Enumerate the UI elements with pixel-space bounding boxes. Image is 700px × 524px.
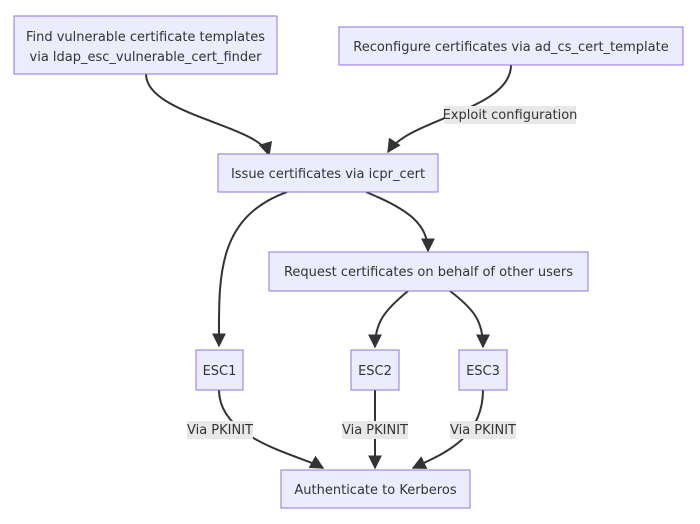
node-esc3: ESC3 xyxy=(458,349,508,391)
edge-esc1-to-auth xyxy=(218,389,325,469)
node-esc2: ESC2 xyxy=(350,349,400,391)
node-label: Request certificates on behalf of other … xyxy=(284,265,573,280)
node-request-on-behalf: Request certificates on behalf of other … xyxy=(268,251,589,292)
edge-request-to-esc3 xyxy=(449,290,490,349)
edge-issue-to-request xyxy=(365,191,435,253)
node-label: ESC2 xyxy=(358,364,392,379)
edge-label-text: Via PKINIT xyxy=(187,423,253,438)
edge-label-text: Via PKINIT xyxy=(450,423,516,438)
edge-label-exploit-configuration: Exploit configuration xyxy=(443,106,578,124)
edge-request-to-esc2 xyxy=(368,290,409,349)
node-find-vulnerable-templates: Find vulnerable certificate templates vi… xyxy=(13,15,278,75)
edge-label-via-pkinit-esc1: Via PKINIT xyxy=(187,421,253,439)
node-label: Reconfigure certificates via ad_cs_cert_… xyxy=(353,40,668,55)
node-issue-certificates: Issue certificates via icpr_cert xyxy=(217,153,439,193)
node-authenticate-kerberos: Authenticate to Kerberos xyxy=(280,469,471,509)
node-label: ESC3 xyxy=(466,364,500,379)
edge-esc3-to-auth xyxy=(411,389,484,469)
edge-label-via-pkinit-esc2: Via PKINIT xyxy=(342,421,408,439)
node-label: ESC1 xyxy=(203,364,237,379)
node-reconfigure-certificates: Reconfigure certificates via ad_cs_cert_… xyxy=(338,26,684,66)
edge-label-text: Via PKINIT xyxy=(342,423,408,438)
node-label: Authenticate to Kerberos xyxy=(294,483,456,498)
edge-label-text: Exploit configuration xyxy=(443,108,578,123)
edge-label-via-pkinit-esc3: Via PKINIT xyxy=(450,421,516,439)
edge-find-to-issue xyxy=(145,73,273,157)
node-label-line2: via ldap_esc_vulnerable_cert_finder xyxy=(30,50,263,65)
node-label: Issue certificates via icpr_cert xyxy=(231,167,425,182)
edge-issue-to-esc1 xyxy=(211,191,288,348)
node-esc1: ESC1 xyxy=(195,349,244,391)
node-label-line1: Find vulnerable certificate templates xyxy=(26,30,265,45)
